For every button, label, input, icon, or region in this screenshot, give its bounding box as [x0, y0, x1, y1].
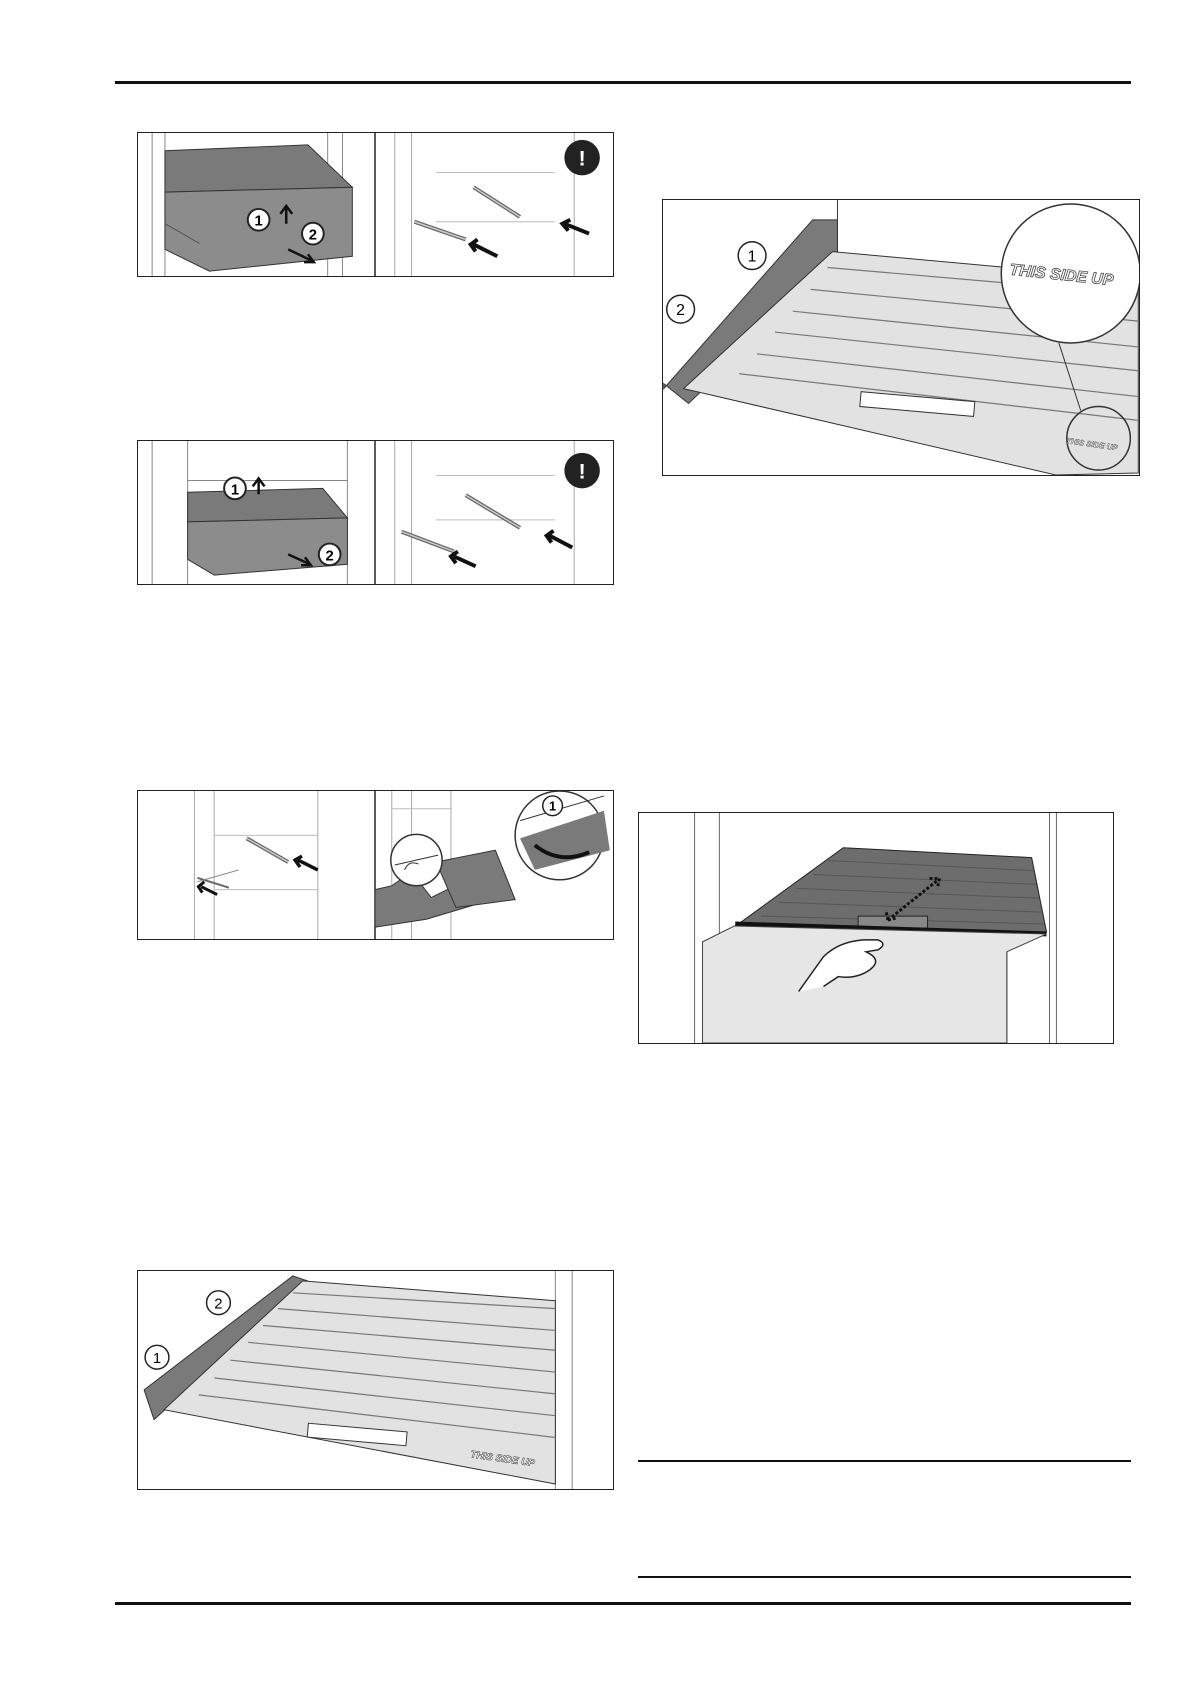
footer-rule [115, 1602, 1131, 1605]
callout-1: 1 [549, 799, 556, 814]
figure-glass-shelf-2: 1 2 THIS SIDE UP THIS SIDE UP [662, 199, 1140, 476]
arrow-icon [543, 529, 574, 550]
arrow-icon [279, 203, 294, 224]
header-rule [115, 81, 1131, 84]
glass-shelf-illustration-1: 2 1 THIS SIDE UP [143, 1271, 573, 1489]
arrow-icon [251, 476, 266, 495]
arrow-icon [292, 854, 319, 872]
callout-1: 1 [231, 482, 239, 498]
drawer-removal-illustration-2: 1 2 ! [151, 441, 600, 584]
arrow-icon [287, 553, 314, 567]
figure-drawer-removal-2: 1 2 ! [137, 440, 614, 585]
warning-icon: ! [578, 146, 585, 171]
warning-icon: ! [578, 458, 585, 483]
callout-2: 2 [676, 302, 685, 319]
callout-2: 2 [214, 1297, 222, 1313]
arrow-icon [559, 218, 590, 236]
rails-cover-illustration: 1 [193, 791, 610, 939]
note-line-top [638, 1460, 1131, 1462]
glass-shelf-illustration-2: 1 2 THIS SIDE UP THIS SIDE UP [663, 200, 1139, 475]
callout-1: 1 [748, 249, 757, 266]
figure-glass-shelf-1: 2 1 THIS SIDE UP [137, 1270, 614, 1490]
callout-1: 1 [153, 1351, 161, 1367]
callout-2: 2 [309, 228, 317, 244]
callout-1: 1 [255, 214, 263, 230]
arrow-icon [287, 248, 317, 264]
hand-icon [798, 939, 884, 992]
arrow-icon [467, 237, 499, 259]
callout-2: 2 [326, 548, 334, 564]
figure-rails-cover: 1 [137, 790, 614, 940]
note-line-bottom [638, 1576, 1131, 1578]
figure-drawer-removal-1: 1 2 ! [137, 132, 614, 277]
figure-shelf-slide [638, 812, 1114, 1044]
arrow-icon [448, 549, 477, 569]
shelf-slide-illustration [694, 813, 1057, 1043]
arrow-icon [196, 880, 218, 896]
arrow-icon [533, 843, 590, 860]
drawer-removal-illustration-1: 1 2 ! [151, 133, 600, 276]
